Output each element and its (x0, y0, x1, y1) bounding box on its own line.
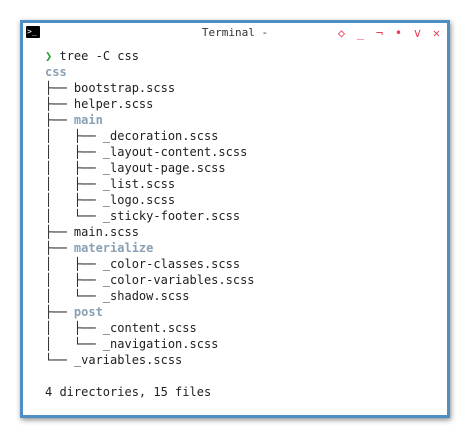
file-name: main.scss (73, 225, 139, 239)
tree-branch: ├── (45, 241, 74, 255)
tree-branch: │ ├── (45, 193, 103, 207)
dot-icon[interactable]: • (394, 26, 403, 40)
tree-file: │ └── _navigation.scss (45, 336, 255, 352)
tree-file: ├── bootstrap.scss (45, 80, 255, 96)
minimize-icon[interactable]: _ (356, 26, 365, 40)
file-name: _color-variables.scss (102, 273, 255, 287)
tree-directory: ├── post (45, 304, 255, 320)
tree-listing: ├── bootstrap.scss├── helper.scss├── mai… (45, 80, 255, 368)
diamond-icon[interactable]: ◇ (337, 26, 346, 40)
directory-name: post (73, 305, 103, 319)
tree-file: ├── helper.scss (45, 96, 255, 112)
tree-branch: │ ├── (45, 257, 103, 271)
file-name: _color-classes.scss (102, 257, 241, 271)
command-text: tree -C css (59, 49, 139, 63)
file-name: _layout-page.scss (102, 161, 226, 175)
tree-branch: └── (45, 353, 74, 367)
tree-branch: │ ├── (45, 321, 103, 335)
tree-file: │ ├── _decoration.scss (45, 128, 255, 144)
tree-file: └── _variables.scss (45, 352, 255, 368)
tree-file: │ ├── _list.scss (45, 176, 255, 192)
directory-name: main (73, 113, 103, 127)
tree-file: │ ├── _layout-page.scss (45, 160, 255, 176)
terminal-icon[interactable]: >_ (26, 26, 40, 38)
tree-branch: │ ├── (45, 161, 103, 175)
tree-directory: ├── main (45, 112, 255, 128)
file-name: _content.scss (102, 321, 197, 335)
close-icon[interactable]: ✕ (432, 26, 441, 40)
tree-file: │ └── _shadow.scss (45, 288, 255, 304)
file-name: _variables.scss (73, 353, 183, 367)
command-line: ❯ tree -C css (45, 48, 255, 64)
tree-branch: │ ├── (45, 129, 103, 143)
tree-file: │ ├── _color-classes.scss (45, 256, 255, 272)
window-controls: ◇ _ ¬ • v ✕ (335, 25, 443, 41)
tree-branch: │ └── (45, 289, 103, 303)
tree-branch: ├── (45, 305, 74, 319)
tree-file: │ ├── _layout-content.scss (45, 144, 255, 160)
directory-name: materialize (73, 241, 154, 255)
file-name: _shadow.scss (102, 289, 190, 303)
tree-branch: │ ├── (45, 273, 103, 287)
file-name: _logo.scss (102, 193, 176, 207)
tree-root: css (45, 65, 67, 79)
tree-file: │ └── _sticky-footer.scss (45, 208, 255, 224)
prompt-icon: ❯ (45, 49, 53, 63)
tree-file: ├── main.scss (45, 224, 255, 240)
maximize-icon[interactable]: ¬ (375, 26, 384, 40)
file-name: _list.scss (102, 177, 176, 191)
tree-branch: │ └── (45, 209, 103, 223)
tree-branch: │ ├── (45, 145, 103, 159)
file-name: _layout-content.scss (102, 145, 248, 159)
tree-file: │ ├── _color-variables.scss (45, 272, 255, 288)
tree-summary: 4 directories, 15 files (45, 385, 212, 399)
tree-branch: ├── (45, 81, 74, 95)
tree-branch: ├── (45, 113, 74, 127)
file-name: helper.scss (73, 97, 154, 111)
file-name: _sticky-footer.scss (102, 209, 241, 223)
tree-branch: ├── (45, 225, 74, 239)
tree-branch: │ ├── (45, 177, 103, 191)
tree-branch: │ └── (45, 337, 103, 351)
terminal-window: >_ Terminal - ◇ _ ¬ • v ✕ ❯ tree -C css … (20, 20, 450, 418)
window-title: Terminal - (201, 26, 269, 39)
tree-file: │ ├── _logo.scss (45, 192, 255, 208)
tree-file: │ ├── _content.scss (45, 320, 255, 336)
terminal-output[interactable]: ❯ tree -C css css ├── bootstrap.scss├── … (45, 48, 255, 400)
title-bar[interactable]: >_ Terminal - ◇ _ ¬ • v ✕ (23, 23, 447, 45)
tree-branch: ├── (45, 97, 74, 111)
file-name: _decoration.scss (102, 129, 219, 143)
file-name: bootstrap.scss (73, 81, 176, 95)
tree-directory: ├── materialize (45, 240, 255, 256)
file-name: _navigation.scss (102, 337, 219, 351)
chevron-down-icon[interactable]: v (413, 26, 422, 40)
